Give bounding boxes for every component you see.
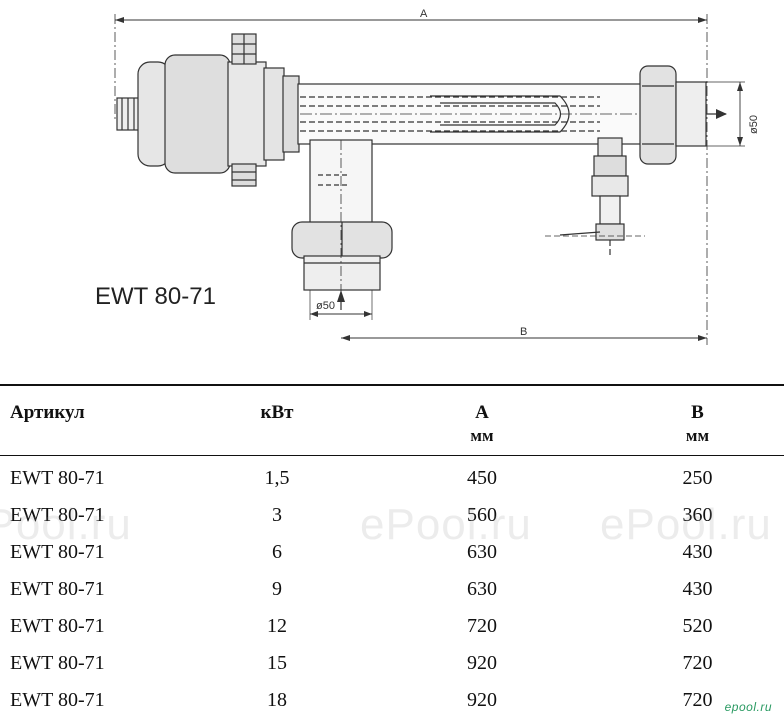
- outlet-union: [639, 65, 727, 165]
- inlet-diameter-dim: [309, 290, 373, 320]
- table-row: EWT 80-71 15 920 720: [0, 645, 784, 682]
- cell-power: 6: [272, 540, 282, 563]
- cell-a: 450: [467, 466, 497, 489]
- cell-power: 1,5: [264, 466, 290, 489]
- cell-a: 630: [467, 577, 497, 600]
- header-b: B мм: [611, 385, 784, 455]
- site-logo: epool.ru: [724, 700, 772, 714]
- cell-a: 720: [467, 614, 497, 637]
- cell-a: 920: [467, 651, 497, 674]
- header-article: Артикул: [10, 402, 85, 423]
- dimension-b-label: B: [520, 326, 527, 338]
- bottom-bolt: [231, 163, 257, 187]
- inlet-pipe: [291, 139, 393, 310]
- cell-b: 430: [682, 540, 713, 563]
- cell-b: 360: [682, 503, 713, 526]
- cell-article: EWT 80-71: [10, 466, 105, 489]
- dimension-b-line: [341, 335, 707, 341]
- table-row: EWT 80-71 9 630 430: [0, 571, 784, 608]
- top-bolt: [231, 33, 257, 65]
- cell-a: 630: [467, 540, 497, 563]
- model-label: EWT 80-71: [95, 283, 216, 310]
- cell-b: 720: [682, 688, 713, 711]
- cell-power: 3: [272, 503, 282, 526]
- cell-b: 430: [682, 577, 713, 600]
- cell-power: 9: [272, 577, 282, 600]
- table-row: EWT 80-71 6 630 430: [0, 534, 784, 571]
- table-row: EWT 80-71 1,5 450 250: [0, 455, 784, 497]
- cell-b: 520: [682, 614, 713, 637]
- header-b-unit: мм: [685, 426, 710, 445]
- header-a-unit: мм: [470, 426, 494, 445]
- cell-a: 560: [467, 503, 497, 526]
- dimension-a-line: [114, 14, 708, 345]
- cell-power: 15: [267, 651, 287, 674]
- dimension-a-label: A: [420, 8, 428, 20]
- table-row: EWT 80-71 3 560 360: [0, 497, 784, 534]
- cell-article: EWT 80-71: [10, 577, 105, 600]
- cell-article: EWT 80-71: [10, 540, 105, 563]
- cell-power: 18: [267, 688, 287, 711]
- cell-article: EWT 80-71: [10, 614, 105, 637]
- cell-b: 720: [682, 651, 713, 674]
- heater-technical-drawing: A B ø50 ø50: [114, 8, 760, 345]
- main-tube: [297, 83, 720, 145]
- outlet-diameter-dim: [706, 81, 745, 147]
- table-row: EWT 80-71 12 720 520: [0, 608, 784, 645]
- table-header-row: Артикул кВт A мм B мм: [0, 385, 784, 455]
- inlet-diameter-label: ø50: [316, 300, 335, 312]
- temperature-sensor: [545, 137, 645, 258]
- table-row: EWT 80-71 18 920 720: [0, 682, 784, 719]
- outlet-diameter-label: ø50: [748, 115, 760, 134]
- cell-article: EWT 80-71: [10, 503, 105, 526]
- cell-article: EWT 80-71: [10, 688, 105, 711]
- cell-b: 250: [682, 466, 713, 489]
- cell-power: 12: [267, 614, 287, 637]
- spec-table: Артикул кВт A мм B мм EWT 80-71 1,5 450 …: [0, 384, 784, 719]
- cell-a: 920: [467, 688, 497, 711]
- cell-article: EWT 80-71: [10, 651, 105, 674]
- header-a: A мм: [353, 385, 611, 455]
- header-power: кВт: [260, 402, 294, 423]
- terminal-housing: [116, 54, 300, 174]
